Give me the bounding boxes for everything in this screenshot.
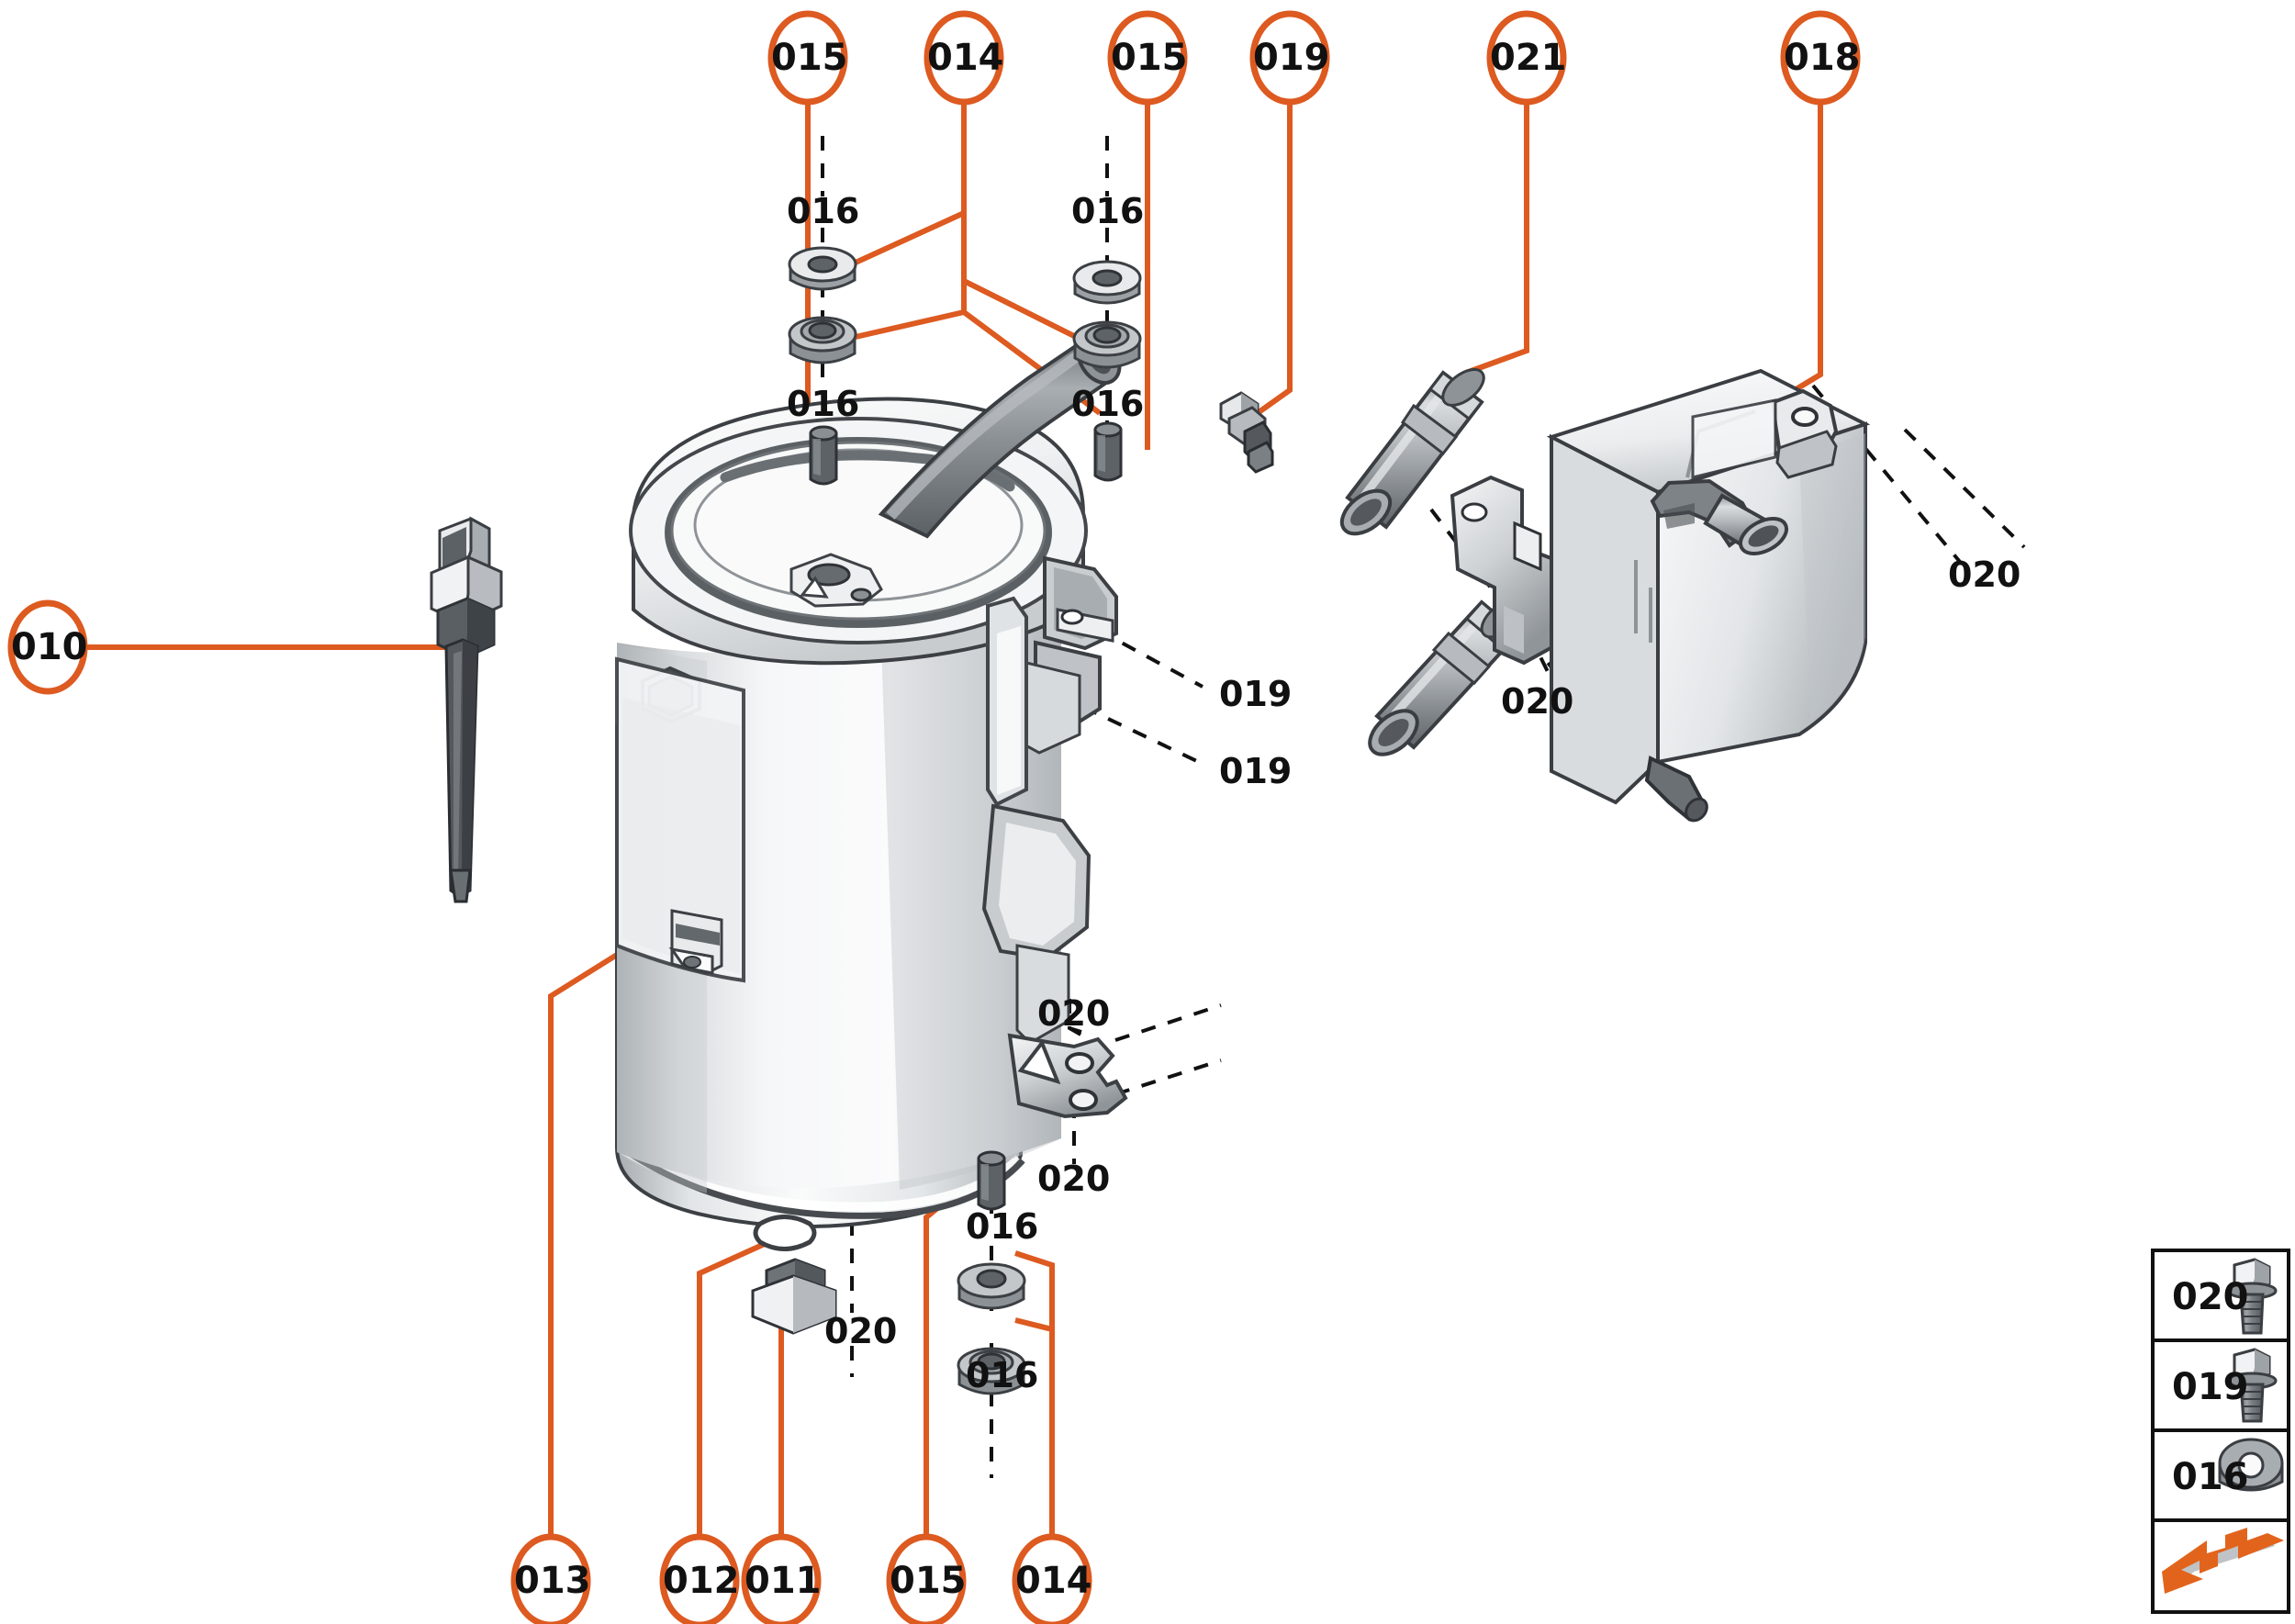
callout-014-top[interactable]: 014 xyxy=(927,37,1004,79)
part-010-sensor xyxy=(430,516,503,903)
legend-icon-washer-016 xyxy=(2218,1438,2284,1492)
part-015-bushes-top xyxy=(809,421,1123,486)
label-020-housing-bottom: 020 xyxy=(824,1311,898,1351)
label-016-top-right-lower: 016 xyxy=(1071,384,1145,424)
tank-mounting-bracket xyxy=(1450,475,1562,666)
part-016-washer-top-left xyxy=(788,246,857,364)
label-020-mount-upper: 020 xyxy=(1037,993,1111,1034)
label-016-top-right-upper: 016 xyxy=(1071,191,1145,231)
part-021-connector-tube-lower xyxy=(1368,599,1524,756)
callout-015-top-right[interactable]: 015 xyxy=(1111,37,1188,79)
legend-box xyxy=(2151,1249,2290,1614)
label-020-mount-lower: 020 xyxy=(1037,1159,1111,1199)
label-016-bottom-lower: 016 xyxy=(966,1355,1039,1395)
callout-015-bottom[interactable]: 015 xyxy=(890,1560,967,1602)
callout-010[interactable]: 010 xyxy=(11,626,88,668)
legend-icon-bolt-019 xyxy=(2226,1348,2278,1423)
callout-021[interactable]: 021 xyxy=(1490,37,1567,79)
part-021-connector-tube xyxy=(1339,368,1485,536)
label-019-housing-lower: 019 xyxy=(1219,751,1293,791)
callout-013[interactable]: 013 xyxy=(514,1560,591,1602)
callout-018[interactable]: 018 xyxy=(1784,37,1861,79)
legend-label-019: 019 xyxy=(2172,1366,2249,1408)
callout-014-bottom[interactable]: 014 xyxy=(1015,1560,1092,1602)
label-020-tank: 020 xyxy=(1948,554,2021,595)
label-016-top-left-upper: 016 xyxy=(787,191,860,231)
label-016-bottom-upper: 016 xyxy=(966,1206,1039,1247)
legend-label-016: 016 xyxy=(2172,1456,2249,1498)
callout-015-top-left[interactable]: 015 xyxy=(771,37,848,79)
part-012-sealing-ring xyxy=(753,1215,817,1251)
callout-011[interactable]: 011 xyxy=(744,1560,822,1602)
orange-leader-lines xyxy=(85,103,1823,1537)
callout-012[interactable]: 012 xyxy=(663,1560,740,1602)
label-020-bracket: 020 xyxy=(1501,681,1574,722)
part-015-016-bottom-stack xyxy=(957,1150,1026,1395)
callout-019-top[interactable]: 019 xyxy=(1253,37,1330,79)
part-013-fuel-filter-housing xyxy=(615,332,1128,1228)
legend-icon-bolt-020 xyxy=(2226,1258,2278,1335)
part-016-washer-top-right xyxy=(1072,260,1142,369)
part-019-small-bolt xyxy=(1219,391,1274,474)
part-018-heat-shield-reservoir xyxy=(1546,368,1871,823)
legend-label-020: 020 xyxy=(2172,1276,2249,1318)
legend-icon-orange-arrow xyxy=(2162,1528,2284,1594)
part-011-drain-plug xyxy=(751,1258,837,1335)
label-019-housing-upper: 019 xyxy=(1219,674,1293,714)
label-016-top-left-lower: 016 xyxy=(787,384,860,424)
